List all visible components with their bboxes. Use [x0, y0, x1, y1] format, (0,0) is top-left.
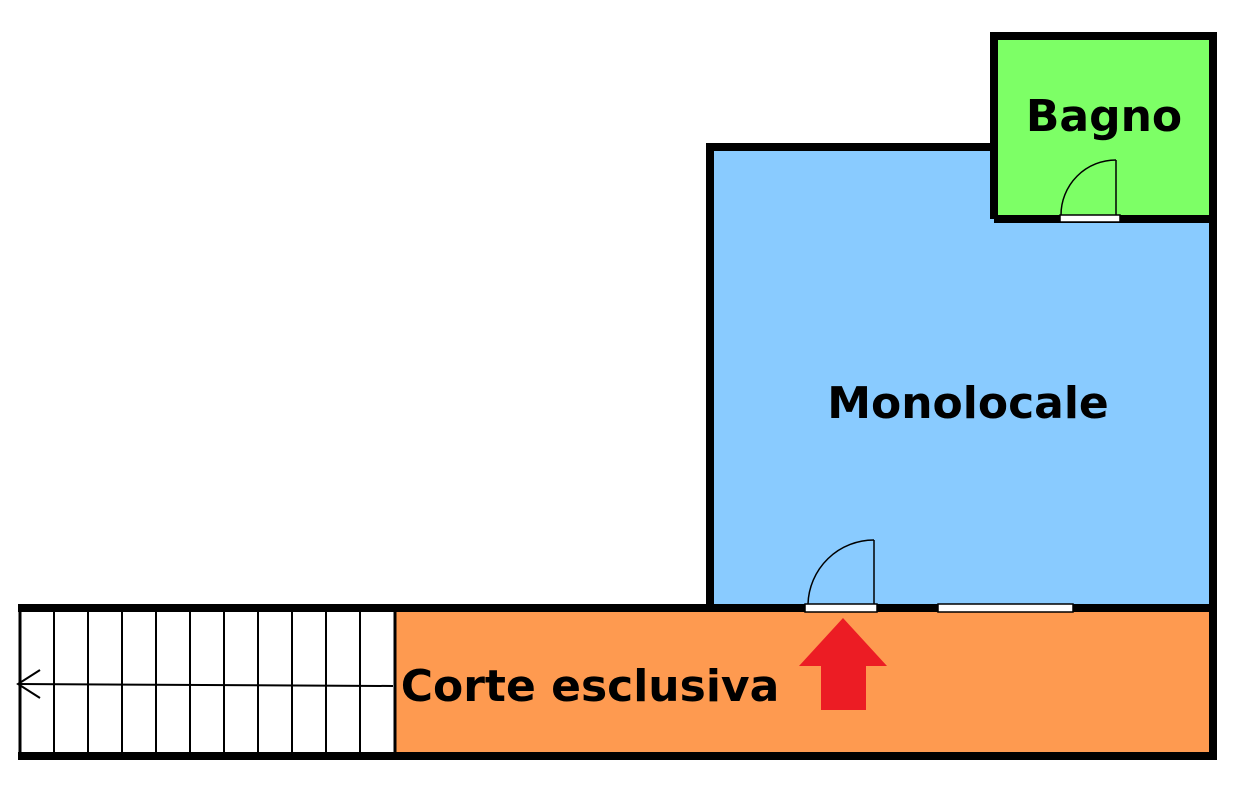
bagno-door-opening	[1059, 214, 1121, 223]
corte-esclusiva-label: Corte esclusiva	[401, 661, 780, 712]
bagno-label: Bagno	[1026, 91, 1182, 142]
bagno-area	[994, 36, 1213, 219]
entrance-door-opening	[804, 603, 878, 613]
stairs-area	[20, 610, 395, 755]
monolocale-walls	[706, 143, 994, 610]
bagno-door-swing-icon	[1060, 159, 1117, 216]
stairs-direction-arrow-icon	[16, 669, 394, 699]
window-opening	[937, 603, 1074, 613]
corte-esclusiva-area	[395, 610, 1213, 755]
stair-treads	[53, 610, 361, 755]
entrance-door-swing-icon	[807, 539, 875, 605]
openings	[804, 214, 1121, 613]
monolocale-label: Monolocale	[827, 378, 1109, 429]
monolocale-area	[710, 147, 1213, 610]
entrance-arrow-icon	[799, 618, 887, 710]
stairs	[16, 608, 397, 757]
